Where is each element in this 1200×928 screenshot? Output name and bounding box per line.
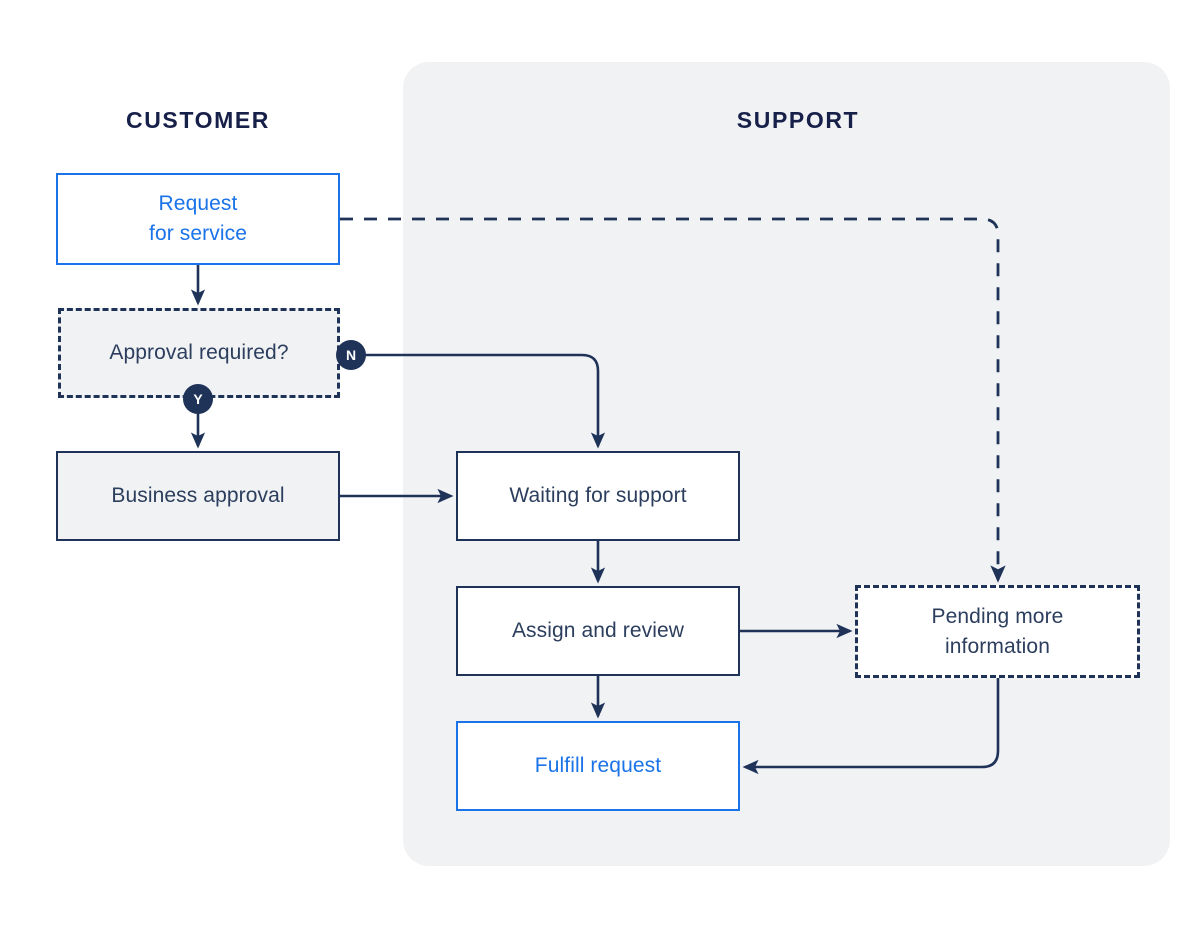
node-assign-and-review[interactable]: Assign and review bbox=[456, 586, 740, 676]
node-pending-more-information-line2: information bbox=[945, 634, 1050, 658]
decision-badge-yes[interactable]: Y bbox=[183, 384, 213, 414]
node-fulfill-request[interactable]: Fulfill request bbox=[456, 721, 740, 811]
node-business-approval[interactable]: Business approval bbox=[56, 451, 340, 541]
lane-title-customer: CUSTOMER bbox=[126, 107, 270, 133]
node-approval-required-label: Approval required? bbox=[109, 341, 289, 365]
decision-badge-no-label: N bbox=[345, 347, 357, 363]
node-pending-more-information-line1: Pending more bbox=[931, 604, 1064, 628]
node-fulfill-request-label: Fulfill request bbox=[534, 754, 662, 778]
node-waiting-for-support[interactable]: Waiting for support bbox=[456, 451, 740, 541]
node-request-for-service-line1: Request bbox=[158, 192, 238, 216]
decision-badge-yes-label: Y bbox=[193, 391, 203, 407]
node-request-for-service-line2: for service bbox=[149, 222, 247, 245]
node-assign-and-review-label: Assign and review bbox=[511, 619, 685, 643]
node-request-for-service[interactable]: Request for service bbox=[56, 173, 340, 265]
node-waiting-for-support-label: Waiting for support bbox=[509, 484, 687, 508]
node-business-approval-label: Business approval bbox=[111, 484, 285, 508]
lane-title-support: SUPPORT bbox=[736, 107, 860, 133]
node-pending-more-information[interactable]: Pending more information bbox=[855, 585, 1140, 678]
node-approval-required[interactable]: Approval required? bbox=[58, 308, 340, 398]
decision-badge-no[interactable]: N bbox=[336, 340, 366, 370]
